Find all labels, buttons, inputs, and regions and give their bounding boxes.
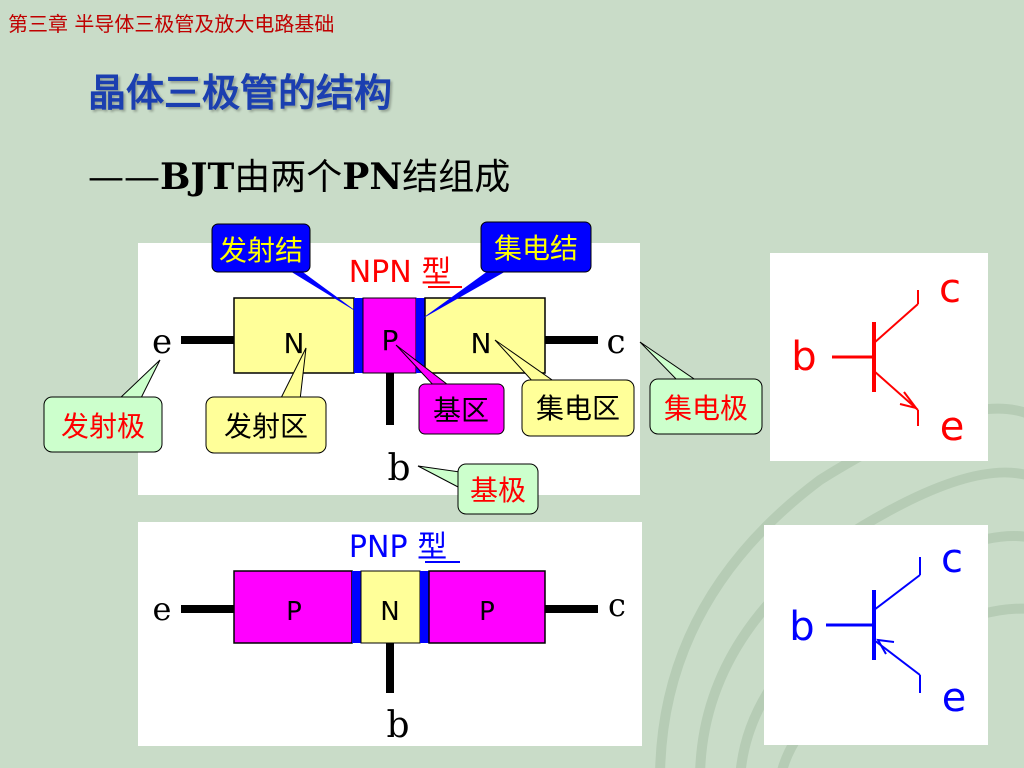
callout-text: 发射区 (224, 410, 308, 443)
callout-collector-region: 集电区 (494, 339, 635, 437)
npn-region-label: P (382, 324, 399, 357)
page-title: 晶体三极管的结构 (88, 71, 393, 115)
npn-symbol-arrow (899, 391, 919, 410)
callout-box (205, 396, 327, 454)
npn-symbol-b: b (791, 334, 816, 380)
chapter-header: 第三章 半导体三极管及放大电路基础 (8, 12, 335, 36)
pnp-symbol-collector-line (873, 574, 921, 611)
callout-box (480, 221, 592, 273)
npn-emitter-lead (181, 336, 234, 344)
callout-emitter-junction: 发射结 (211, 223, 360, 314)
npn-symbol-panel (770, 253, 988, 461)
callout-text: 发射极 (61, 410, 145, 443)
npn-terminal-e: e (152, 322, 172, 362)
pnp-collector-lead (545, 605, 598, 613)
pnp-symbol-e: e (942, 675, 967, 721)
callout-base-region: 基区 (395, 344, 505, 435)
pnp-terminal-e: e (153, 590, 172, 628)
callout-pointer (420, 268, 508, 320)
callout-text: 集电区 (536, 392, 620, 425)
subtitle-mid: 由两个 (234, 157, 343, 198)
subtitle-dash: —— (88, 157, 160, 198)
npn-symbol-c: c (939, 266, 961, 312)
callout-box (43, 396, 163, 453)
callout-base-electrode: 基极 (417, 463, 539, 515)
pnp-type-label: PNP 型 (349, 530, 447, 565)
callout-emitter-electrode: 发射极 (43, 359, 163, 453)
callout-collector-junction: 集电结 (420, 221, 592, 320)
npn-region-label: N (471, 327, 492, 360)
npn-symbol: b c e (791, 266, 964, 450)
npn-symbol-collector-line (873, 303, 919, 344)
callout-pointer (639, 341, 702, 384)
npn-collector-lead (545, 336, 598, 344)
npn-structure: NPN 型 N P N e c b (152, 255, 626, 489)
npn-terminal-b: b (387, 448, 410, 489)
pnp-base-region (360, 570, 421, 644)
pnp-base-lead (386, 643, 394, 693)
pnp-collector-junction (420, 571, 429, 643)
npn-symbol-emitter-line (873, 370, 919, 411)
pnp-emitter-lead (181, 605, 234, 613)
subtitle-bjt: BJT (160, 156, 235, 198)
callout-text: 集电极 (664, 392, 748, 425)
callout-box (521, 379, 635, 437)
pnp-terminal-c: c (608, 586, 626, 624)
subtitle-pn: PN (342, 156, 403, 198)
pnp-collector-region (428, 570, 546, 644)
pnp-symbol-arrow (876, 638, 895, 655)
pnp-terminal-b: b (386, 705, 409, 746)
callout-text: 基区 (433, 394, 489, 427)
npn-region-label: N (284, 327, 305, 360)
pnp-region-label: N (380, 597, 399, 627)
npn-base-lead (386, 373, 394, 425)
pnp-symbol: b c e (789, 536, 966, 721)
pnp-symbol-b: b (789, 604, 814, 650)
npn-type-label: NPN 型 (349, 255, 452, 290)
callout-text: 集电结 (494, 232, 578, 265)
callout-box (457, 463, 539, 515)
callout-collector-electrode: 集电极 (639, 341, 763, 435)
callout-text: 发射结 (219, 234, 303, 267)
callout-emitter-region: 发射区 (205, 347, 327, 454)
npn-collector-junction (416, 298, 425, 373)
subtitle-end: 结组成 (402, 157, 511, 198)
callout-box (211, 223, 311, 273)
callout-box (418, 383, 505, 435)
npn-emitter-region (233, 297, 355, 374)
callout-text: 基极 (470, 474, 526, 507)
pnp-region-label: P (286, 597, 302, 627)
pnp-region-label: P (479, 597, 495, 627)
subtitle: ——BJT由两个PN结组成 (88, 148, 510, 200)
pnp-emitter-junction (352, 571, 361, 643)
npn-emitter-junction (354, 298, 363, 373)
npn-symbol-e: e (940, 404, 965, 450)
callout-pointer (285, 268, 360, 314)
npn-terminal-c: c (606, 322, 625, 362)
pnp-symbol-c: c (941, 536, 963, 582)
callout-box (649, 378, 763, 435)
callout-pointer (116, 359, 161, 401)
pnp-structure: PNP 型 P N P e c b (153, 530, 626, 746)
callout-pointer (417, 465, 461, 489)
